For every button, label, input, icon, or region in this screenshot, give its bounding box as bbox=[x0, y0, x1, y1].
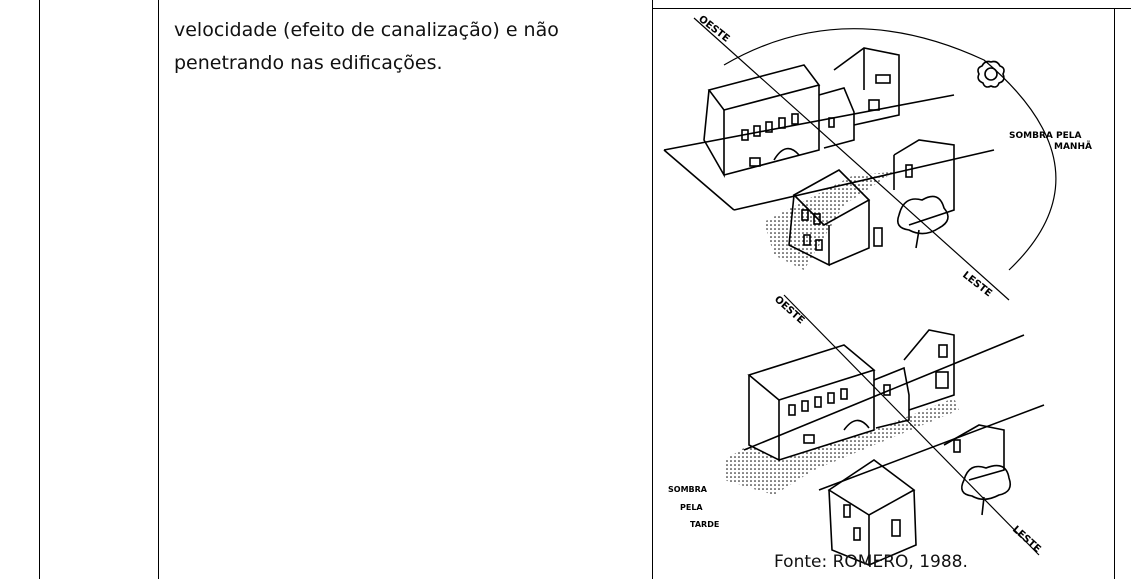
urban-shadow-illustration: OESTE LESTE SOMBRA PELA MANHÃ bbox=[654, 0, 1119, 579]
west-label: OESTE bbox=[772, 294, 806, 327]
shadow-label: SOMBRA PELA bbox=[1009, 131, 1081, 141]
tree-icon bbox=[961, 464, 1012, 516]
table-column-border bbox=[158, 0, 159, 579]
shadow-label: PELA bbox=[680, 503, 703, 512]
shadow-label: MANHÃ bbox=[1054, 141, 1092, 152]
west-label: OESTE bbox=[696, 14, 731, 45]
tree-icon bbox=[896, 195, 949, 249]
paragraph: velocidade (efeito de canalização) e não… bbox=[174, 14, 634, 80]
table-column-border bbox=[1114, 8, 1115, 579]
table-row-border bbox=[652, 8, 1131, 9]
east-label: LESTE bbox=[960, 270, 994, 300]
table-column-border bbox=[652, 0, 653, 579]
bottom-sketch bbox=[743, 294, 1045, 567]
paragraph-line: penetrando nas edificações. bbox=[174, 52, 443, 74]
sun-icon bbox=[977, 60, 1005, 88]
figure-caption: Fonte: ROMERO, 1988. bbox=[774, 552, 968, 572]
top-sketch bbox=[663, 17, 1057, 301]
east-label: LESTE bbox=[1010, 524, 1043, 555]
shadow-label: TARDE bbox=[690, 520, 719, 529]
table-column-border bbox=[39, 0, 40, 579]
paragraph-line: velocidade (efeito de canalização) e não bbox=[174, 19, 559, 41]
shadow-label: SOMBRA bbox=[668, 485, 708, 494]
